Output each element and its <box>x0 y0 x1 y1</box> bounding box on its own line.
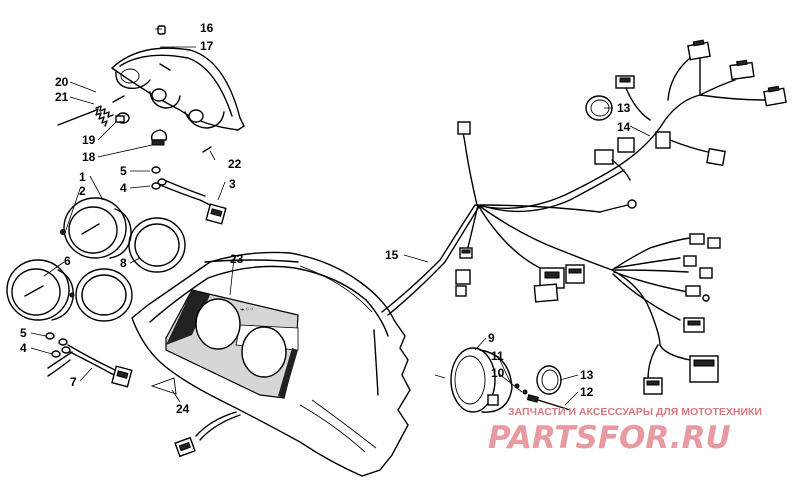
adjuster-screw-spring <box>57 95 125 127</box>
callout-20: 20 <box>55 75 69 89</box>
instrument-pod-hood: ⌁◦◦ <box>131 251 411 477</box>
callout-1: 1 <box>79 170 86 184</box>
callout-2: 2 <box>79 184 86 198</box>
callout-4-upper: 4 <box>120 181 127 195</box>
callout-17: 17 <box>200 39 214 53</box>
retaining-ring-lower <box>536 365 562 395</box>
gauge-6-wire-lead <box>45 332 133 388</box>
callout-23: 23 <box>230 252 244 266</box>
callout-24: 24 <box>176 402 190 416</box>
arrow-decal <box>150 377 177 395</box>
gauge-6-assembly <box>6 259 75 321</box>
callout-8: 8 <box>120 256 127 270</box>
instrument-panel-decal: ⌁◦◦ <box>165 289 299 399</box>
callout-16: 16 <box>200 21 214 35</box>
gauge-9-assembly <box>434 347 571 413</box>
callout-5-upper: 5 <box>120 164 127 178</box>
svg-text:⌁◦◦: ⌁◦◦ <box>240 305 254 314</box>
callout-11: 11 <box>491 349 504 363</box>
callout-leader-lines <box>30 28 651 406</box>
callout-3: 3 <box>229 177 236 191</box>
callout-22: 22 <box>228 157 242 171</box>
bulb-socket <box>115 112 130 124</box>
headlight-assembly <box>110 25 245 131</box>
callout-12: 12 <box>580 385 594 399</box>
callout-labels: 16 17 20 21 19 18 22 5 4 3 1 2 8 6 23 5 … <box>20 21 631 416</box>
callout-6: 6 <box>64 254 71 268</box>
callout-13-lower: 13 <box>580 368 594 382</box>
callout-15: 15 <box>385 248 399 262</box>
callout-19: 19 <box>82 133 96 147</box>
gauge-6-seal-ring <box>75 268 133 322</box>
callout-21: 21 <box>55 90 69 104</box>
callout-13-upper: 13 <box>617 101 631 115</box>
callout-10: 10 <box>491 366 505 380</box>
callout-4-lower: 4 <box>20 341 27 355</box>
watermark: ЗАПЧАСТИ И АКСЕССУАРЫ ДЛЯ МОТОТЕХНИКИ PA… <box>488 406 762 456</box>
callout-14: 14 <box>617 120 631 134</box>
watermark-tagline: ЗАПЧАСТИ И АКСЕССУАРЫ ДЛЯ МОТОТЕХНИКИ <box>508 406 762 418</box>
main-wiring-harness <box>381 39 787 395</box>
gauge-1-assembly <box>60 197 132 259</box>
callout-5-lower: 5 <box>20 326 27 340</box>
callout-9: 9 <box>488 331 495 345</box>
callout-18: 18 <box>82 150 96 164</box>
bulb <box>150 129 168 146</box>
gauge-1-wire-lead <box>151 166 227 225</box>
watermark-logo: PARTSFOR.RU <box>488 420 731 456</box>
callout-7: 7 <box>70 375 77 389</box>
gauge-1-seal-ring <box>128 217 186 273</box>
